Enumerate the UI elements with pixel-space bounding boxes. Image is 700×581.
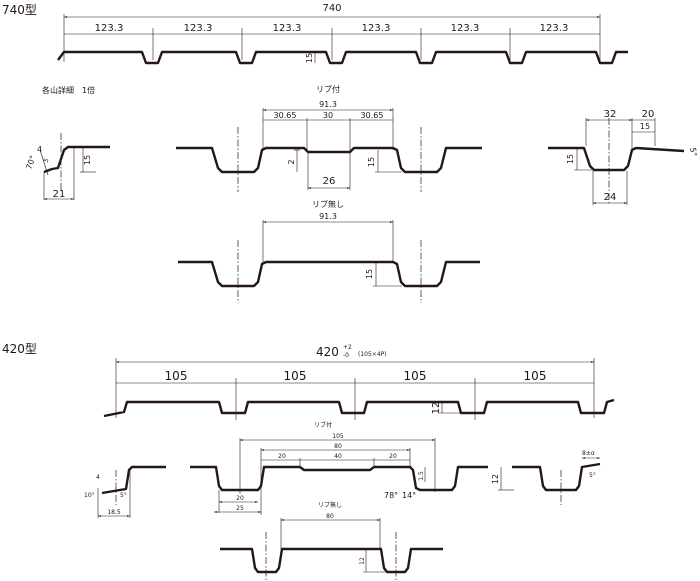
angle-78: 78° [384, 491, 398, 500]
profile-420-height: 12 [431, 402, 442, 415]
pitch-dimensions-740: 123.3 123.3 123.3 123.3 123.3 123.3 [64, 23, 600, 60]
angle-14: 14° [402, 491, 416, 500]
detail-note: 各山詳細 1倍 [42, 85, 95, 95]
left-edge-detail-420: 18.5 4 10° 5° [84, 465, 166, 518]
edge-bottom-420: 18.5 [107, 509, 121, 516]
pitch420-label-4: 105 [524, 369, 547, 383]
rib-outer-420: 105 [332, 433, 344, 440]
edge-angle-420: 10° [84, 492, 95, 499]
overall-dimension-420: 420 +2 -0 (105×4P) 105 105 105 105 [115, 344, 595, 420]
right-label-420: 8±α [582, 450, 595, 457]
right-edge-detail-740: 24 32 20 15 15 5° [548, 109, 698, 205]
right-edge-angle: 5° [688, 147, 698, 158]
overall-tol-minus: -0 [343, 352, 349, 359]
rib-depth-740: 2 [287, 159, 296, 164]
pitch-label-5: 123.3 [451, 23, 480, 34]
rib-width-740: 91.3 [319, 100, 337, 109]
rib-label-740: リブ付 [316, 84, 340, 94]
left-edge-angle: 70° [24, 154, 37, 170]
right-edge-bottom: 24 [604, 192, 617, 203]
rib-part-right-740: 30.65 [361, 111, 384, 120]
rib-part-right-420: 20 [389, 453, 397, 460]
right-angle-420: 5° [589, 472, 596, 479]
left-bottom-20: 20 [236, 495, 244, 502]
right-edge-top-b: 20 [642, 109, 655, 120]
profile-740-section: 740型 740 123.3 123.3 123.3 123.3 123.3 1… [2, 3, 698, 303]
left-edge-detail-740: 21 15 4 70° 5 [24, 133, 110, 200]
norib-height-420: 12 [359, 557, 366, 565]
profile-420-title: 420型 [2, 342, 37, 356]
norib-label-740: リブ無し [312, 199, 344, 209]
pitch420-label-1: 105 [165, 369, 188, 383]
edge-small-420: 5° [120, 492, 127, 499]
rib-part-center-740: 30 [323, 111, 333, 120]
norib-detail-740: リブ無し 91.3 15 [178, 199, 480, 303]
right-edge-height: 15 [566, 154, 575, 164]
rib-inner-740: 26 [323, 176, 336, 187]
rib-height-420: 12 [491, 474, 500, 484]
overall-tol-plus: +2 [343, 344, 352, 351]
rib-part-left-740: 30.65 [274, 111, 297, 120]
rib-80-420: 80 [334, 443, 342, 450]
left-edge-bottom-width: 21 [53, 189, 66, 200]
norib-height-740: 15 [365, 269, 374, 279]
pitch420-label-2: 105 [284, 369, 307, 383]
pitch-label-6: 123.3 [540, 23, 569, 34]
pitch-label-1: 123.3 [95, 23, 124, 34]
left-edge-top-label: 4 [37, 145, 42, 154]
left-bottom-25: 25 [236, 505, 244, 512]
norib-width-740: 91.3 [319, 212, 337, 221]
profile-740-outline [57, 50, 628, 65]
profile-740-title: 740型 [2, 3, 37, 17]
left-edge-height: 15 [83, 155, 92, 165]
overall-note-420: (105×4P) [358, 351, 387, 358]
right-edge-step: 15 [640, 122, 650, 131]
pitch-label-2: 123.3 [184, 23, 213, 34]
rib-detail-420: リブ付 105 80 20 40 20 1.5 12 78° 14° [190, 421, 514, 515]
rib-depth-420: 1.5 [418, 471, 425, 481]
right-edge-detail-420: 8±α 5° [512, 450, 601, 505]
left-edge-small: 5 [43, 157, 51, 164]
overall-width-420: 420 [316, 345, 339, 359]
edge-top-420: 4 [96, 474, 100, 481]
right-edge-top-a: 32 [604, 109, 617, 120]
overall-width-740: 740 [322, 3, 341, 14]
rib-label-420: リブ付 [314, 421, 332, 429]
pitch-label-3: 123.3 [273, 23, 302, 34]
rib-part-left-420: 20 [278, 453, 286, 460]
norib-detail-420: リブ無し 80 12 [220, 501, 443, 581]
pitch-label-4: 123.3 [362, 23, 391, 34]
rib-part-center-420: 40 [334, 453, 342, 460]
rib-detail-740: リブ付 91.3 30.65 30 30.65 2 26 15 [176, 84, 482, 192]
profile-420-section: 420型 420 +2 -0 (105×4P) 105 105 105 105 … [2, 342, 615, 581]
profile-420-outline [103, 398, 615, 418]
norib-label-420: リブ無し [318, 501, 342, 509]
rib-height-740: 15 [367, 157, 376, 167]
pitch420-label-3: 105 [404, 369, 427, 383]
norib-width-420: 80 [326, 513, 334, 520]
profile-740-height: 15 [305, 53, 314, 63]
